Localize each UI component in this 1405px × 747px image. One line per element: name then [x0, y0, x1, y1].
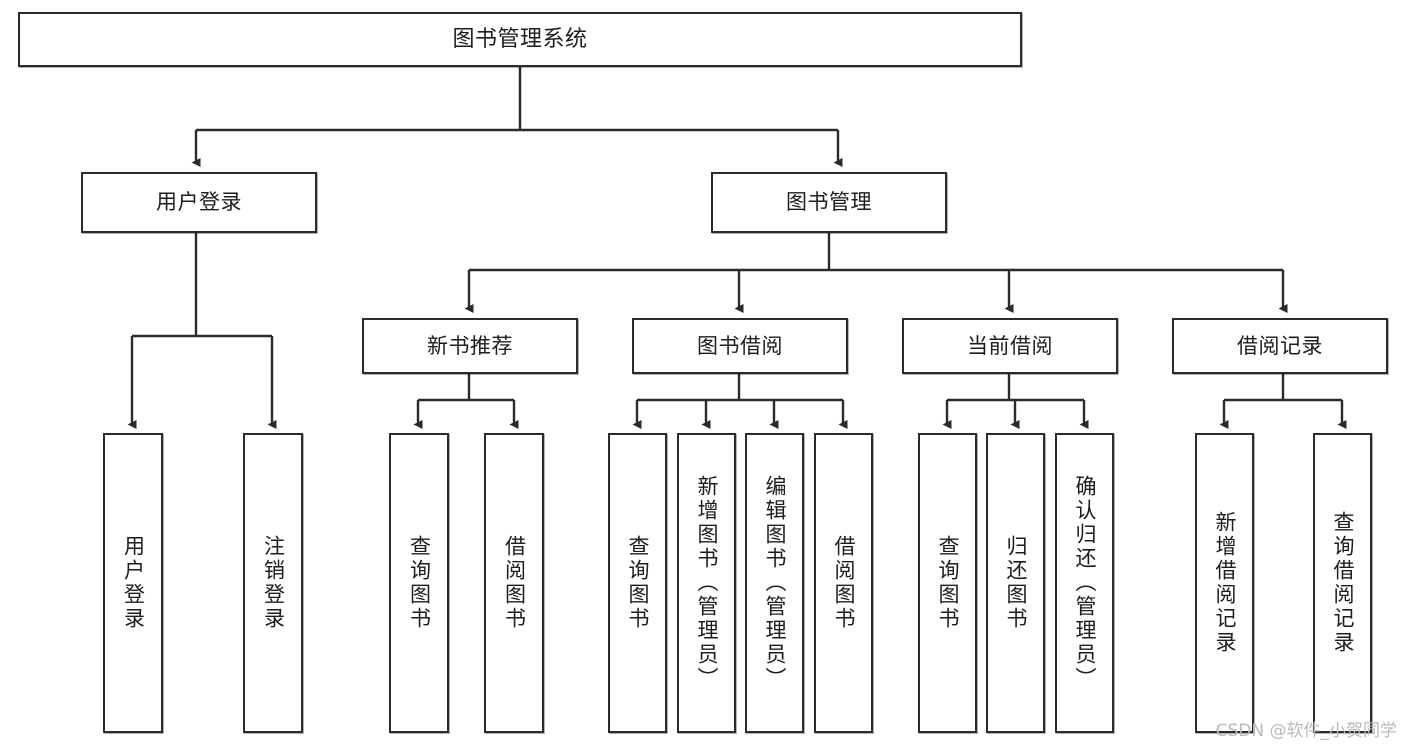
node-leaf-add-borrow-record[interactable]: 新增借阅记录 [1195, 433, 1254, 733]
node-leaf-user-login[interactable]: 用户登录 [103, 433, 163, 733]
node-book-management[interactable]: 图书管理 [711, 172, 947, 233]
node-label: 编辑图书（管理员） [763, 475, 787, 691]
node-label: 用户登录 [156, 190, 242, 215]
node-label: 借阅图书 [502, 535, 527, 631]
node-label: 图书借阅 [697, 333, 783, 358]
node-label: 图书管理系统 [452, 26, 588, 52]
node-label: 查询图书 [936, 535, 960, 631]
node-leaf-edit-book-admin[interactable]: 编辑图书（管理员） [745, 433, 804, 733]
node-root-book-management-system[interactable]: 图书管理系统 [18, 12, 1022, 67]
node-leaf-borrow-book-recommend[interactable]: 借阅图书 [484, 433, 544, 733]
node-label: 当前借阅 [967, 333, 1053, 358]
node-leaf-confirm-return-admin[interactable]: 确认归还（管理员） [1055, 433, 1114, 733]
node-leaf-borrow-book-borrow[interactable]: 借阅图书 [814, 433, 873, 733]
node-label: 图书管理 [786, 190, 872, 215]
node-label: 查询借阅记录 [1331, 511, 1355, 655]
node-label: 新书推荐 [427, 333, 513, 358]
node-label: 确认归还（管理员） [1073, 475, 1097, 691]
node-new-book-recommend[interactable]: 新书推荐 [362, 318, 578, 374]
node-borrow-record[interactable]: 借阅记录 [1172, 318, 1388, 374]
node-leaf-query-book-current[interactable]: 查询图书 [918, 433, 977, 733]
node-label: 归还图书 [1004, 535, 1028, 631]
node-current-borrow[interactable]: 当前借阅 [902, 318, 1118, 374]
node-book-borrow[interactable]: 图书借阅 [632, 318, 848, 374]
node-label: 用户登录 [121, 535, 146, 631]
node-label: 查询图书 [407, 535, 432, 631]
node-leaf-query-book-recommend[interactable]: 查询图书 [389, 433, 449, 733]
node-leaf-query-book-borrow[interactable]: 查询图书 [608, 433, 667, 733]
node-label: 查询图书 [626, 535, 650, 631]
node-label: 借阅记录 [1237, 333, 1323, 358]
node-leaf-add-book-admin[interactable]: 新增图书（管理员） [677, 433, 736, 733]
node-leaf-logout-login[interactable]: 注销登录 [243, 433, 303, 733]
node-label: 注销登录 [261, 535, 286, 631]
watermark: CSDN @软件_小贺同学 [1215, 721, 1397, 741]
node-user-login[interactable]: 用户登录 [81, 172, 317, 233]
node-label: 借阅图书 [832, 535, 856, 631]
node-label: 新增图书（管理员） [695, 475, 719, 691]
node-leaf-return-book[interactable]: 归还图书 [986, 433, 1045, 733]
node-leaf-query-borrow-record[interactable]: 查询借阅记录 [1313, 433, 1372, 733]
node-label: 新增借阅记录 [1213, 511, 1237, 655]
